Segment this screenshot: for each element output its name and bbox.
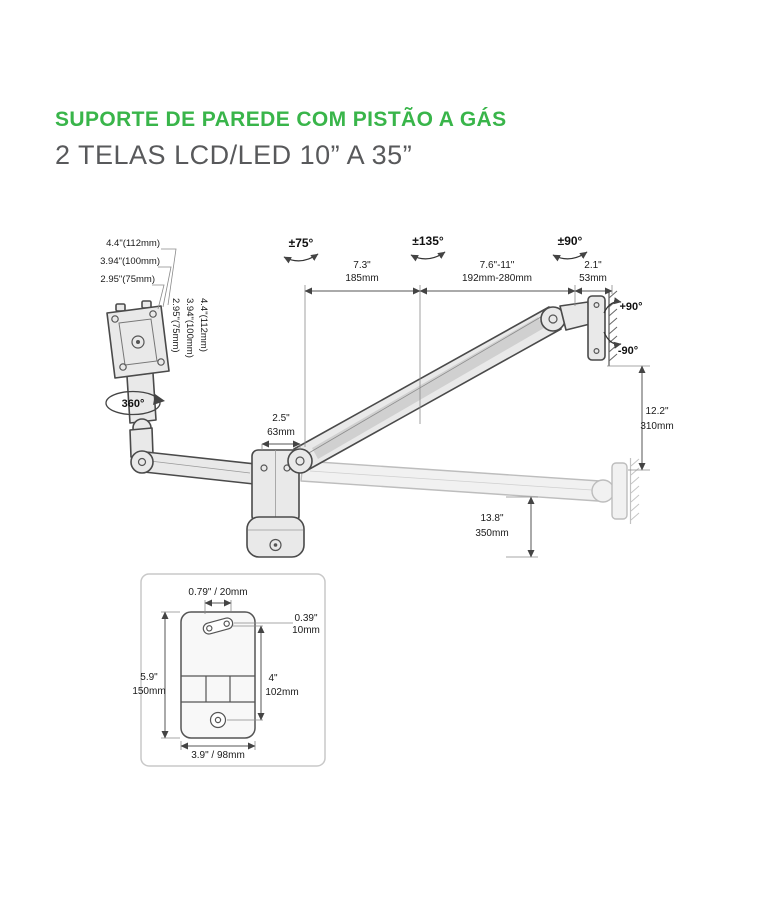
dim-plate-inch: 2.5" (272, 413, 290, 424)
left-arm (126, 372, 257, 485)
dim-arm1-inch: 7.3" (353, 260, 371, 271)
plate-height-inch: 5.9" (140, 672, 158, 683)
dim-rise-inch: 12.2" (645, 406, 668, 417)
keyhole-slot (202, 617, 234, 635)
plate-height-mm: 150mm (132, 686, 165, 697)
gas-spring-arm (287, 301, 591, 474)
dim-rise-mm: 310mm (640, 421, 673, 432)
vesa-dim-side-3: 2.95"(75mm) (170, 298, 181, 353)
page-title: SUPORTE DE PAREDE COM PISTÃO A GÁS (55, 108, 507, 131)
product-diagram: 4.4"(112mm) 3.94"(100mm) 2.95"(75mm) 4.4… (100, 234, 674, 767)
vesa-dim-top-1: 4.4"(112mm) (106, 238, 160, 249)
center-mount (246, 449, 305, 558)
vesa-dim-top-2: 3.94"(100mm) (100, 256, 160, 267)
dim-arm2-mm: 192mm-280mm (462, 273, 532, 284)
rotation-arrows (105, 251, 622, 416)
vesa-dim-top-3: 2.95"(75mm) (100, 274, 155, 285)
dim-plate-mm: 63mm (267, 427, 295, 438)
vesa-plate (106, 300, 170, 379)
angle-pan-left: ±75° (289, 236, 314, 250)
dim-offset-mm: 53mm (579, 273, 607, 284)
screw-hole (209, 711, 227, 729)
dim-drop-inch: 13.8" (480, 513, 503, 524)
angle-pan-mid: ±135° (412, 234, 444, 248)
wall-plate-detail: 0.79" / 20mm 0.39" 10mm 5.9" 150mm 4" 10… (132, 573, 326, 767)
plate-hole-inch: 0.39" (294, 613, 317, 624)
vesa-dim-side-2: 3.94"(100mm) (184, 298, 195, 358)
arm-lowered-position (300, 458, 640, 524)
angle-tilt-down: -90° (618, 345, 638, 357)
plate-hole-mm: 10mm (292, 625, 320, 636)
angle-pan-wall: ±90° (558, 234, 583, 248)
angle-rotate-360: 360° (122, 398, 145, 410)
dimension-lines (261, 287, 646, 558)
header: SUPORTE DE PAREDE COM PISTÃO A GÁS 2 TEL… (55, 108, 507, 171)
plate-holes-inch: 4" (268, 673, 278, 684)
dim-arm1-mm: 185mm (345, 273, 378, 284)
page-subtitle: 2 TELAS LCD/LED 10” A 35” (55, 140, 413, 170)
rotate-360-arrow (105, 390, 161, 416)
dim-arm2-inch: 7.6"-11" (480, 260, 515, 271)
plate-width-dim: 3.9" / 98mm (191, 750, 245, 761)
plate-slot-dim: 0.79" / 20mm (188, 587, 247, 598)
vesa-dim-side-1: 4.4"(112mm) (198, 298, 209, 352)
wall-hatch-lower (630, 458, 640, 521)
wall-bracket (587, 290, 618, 366)
wall-plate (180, 611, 256, 739)
dim-offset-inch: 2.1" (584, 260, 602, 271)
plate-holes-mm: 102mm (265, 687, 298, 698)
vesa-leaders (152, 248, 177, 310)
angle-tilt-up: +90° (619, 301, 642, 313)
dim-drop-mm: 350mm (475, 528, 508, 539)
